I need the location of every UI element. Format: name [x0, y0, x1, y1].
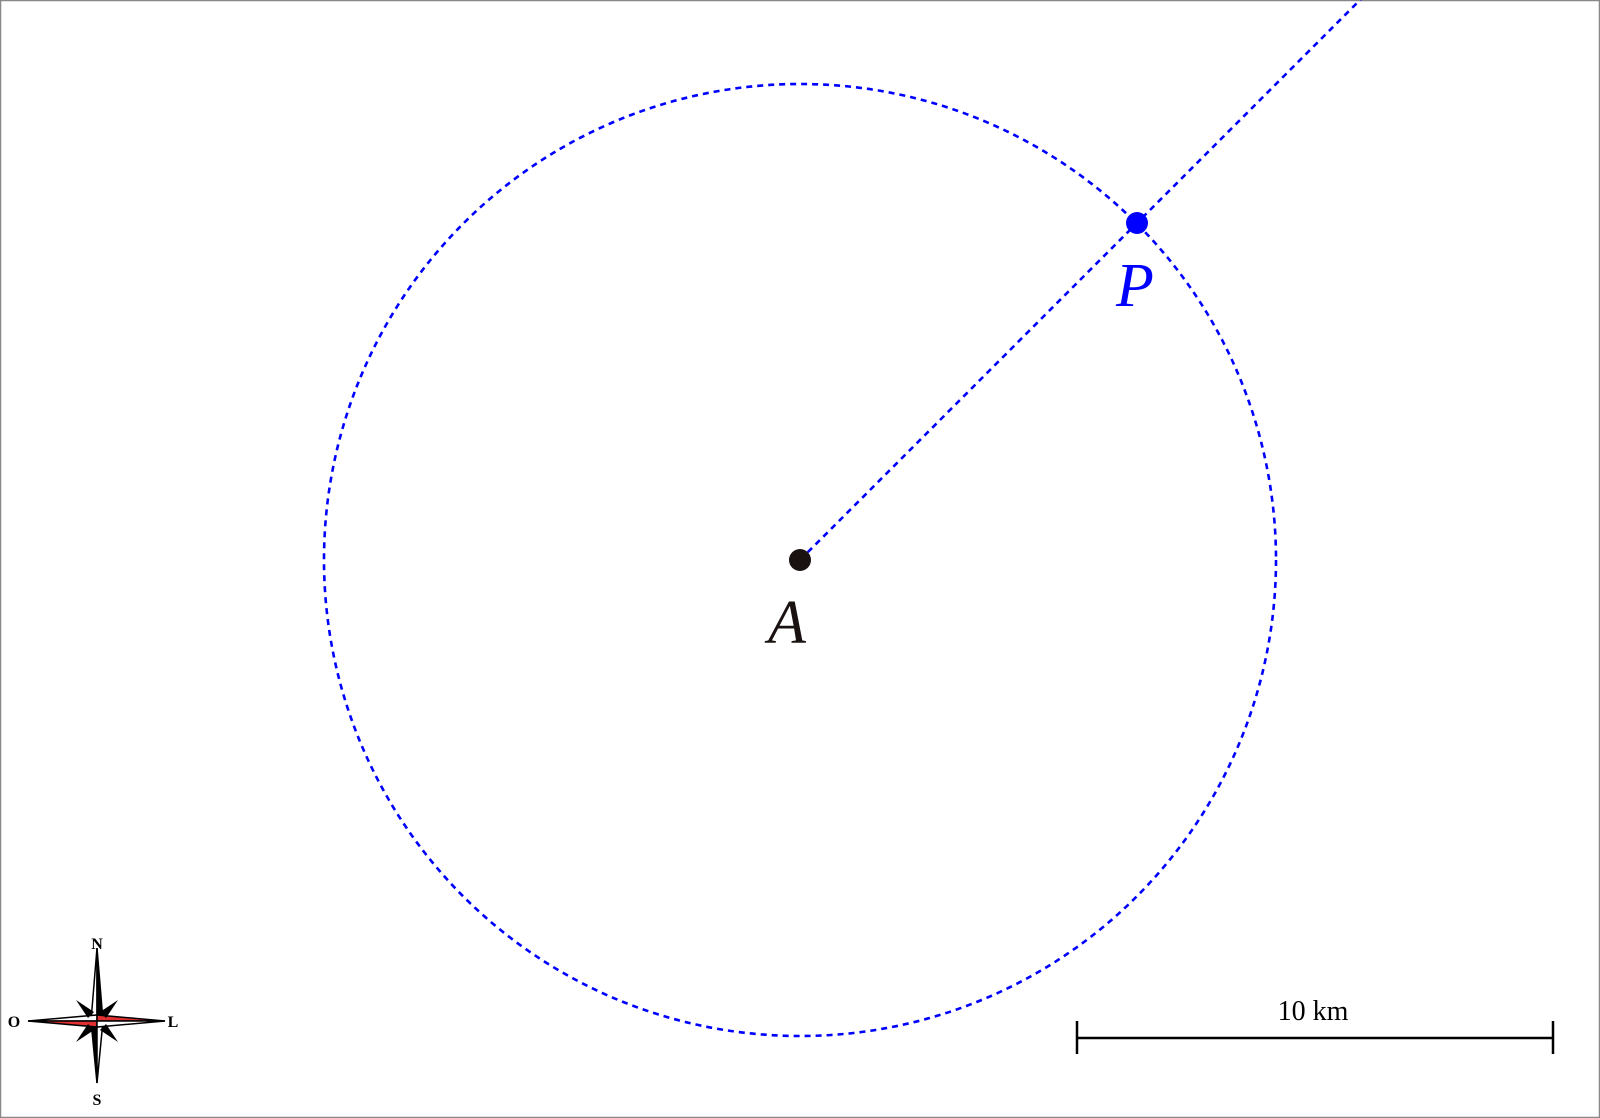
ray-a-to-p [799, 0, 1362, 561]
compass-north-left [90, 947, 98, 1022]
point-a [789, 549, 811, 571]
compass-west-label: O [8, 1014, 20, 1031]
scale-bar-label: 10 km [1278, 996, 1349, 1027]
compass-nw-arrow [76, 1000, 94, 1018]
compass-sw-arrow [76, 1024, 94, 1042]
point-p [1126, 212, 1148, 234]
compass-se-arrow [100, 1024, 118, 1042]
point-a-label: A [764, 589, 807, 657]
compass-north-right [96, 947, 104, 1022]
scale-bar: 10 km [1075, 996, 1555, 1054]
compass-south-label: S [93, 1092, 102, 1109]
distance-circle [322, 82, 1278, 1038]
compass-north-label: N [91, 936, 103, 953]
compass-ne-arrow [100, 1000, 118, 1018]
compass-east-bottom [96, 1020, 166, 1028]
compass-rose-icon: N S L O [8, 936, 179, 1109]
point-p-label: P [1115, 252, 1154, 320]
compass-east-label: L [168, 1014, 179, 1031]
